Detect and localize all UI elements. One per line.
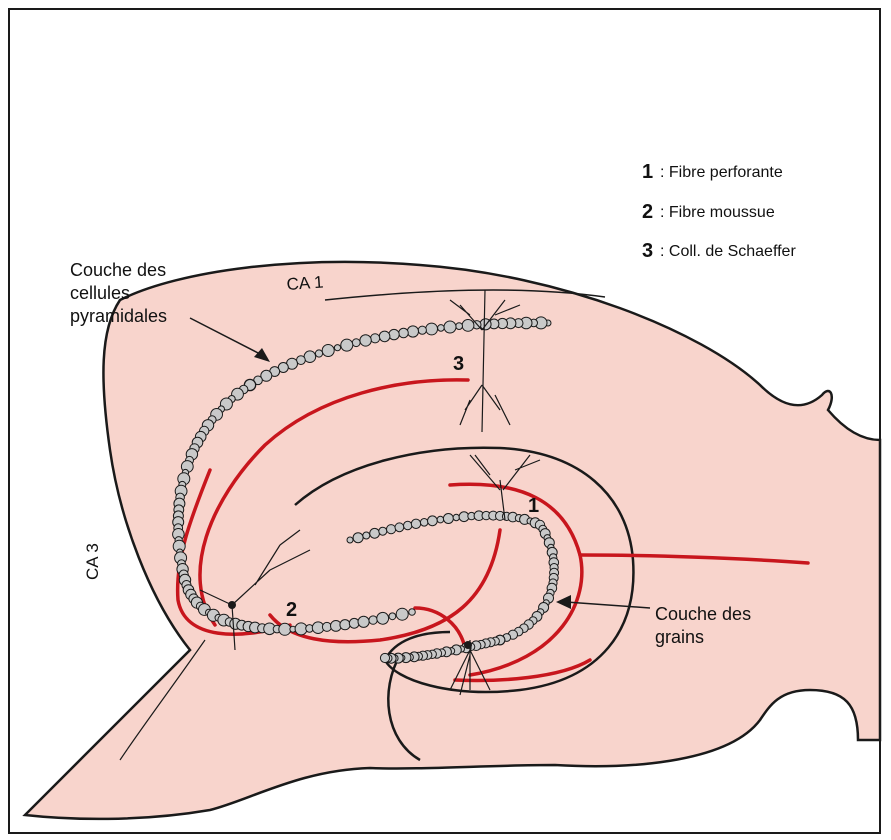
marker-1: 1 xyxy=(528,495,539,517)
pyramidal-cell xyxy=(409,609,416,616)
granule-cell xyxy=(404,521,412,529)
pyramidal-cell xyxy=(340,620,350,630)
granule-cell xyxy=(443,514,453,524)
granule-cell xyxy=(353,533,363,543)
pyramidal-cell xyxy=(358,616,369,627)
legend-text-2: : Fibre moussue xyxy=(660,204,775,221)
pyramidal-cell xyxy=(399,328,409,338)
pyramidal-cell xyxy=(341,339,353,351)
granule-cell xyxy=(379,527,387,535)
pyramidal-cell xyxy=(456,323,463,330)
granule-cell xyxy=(420,519,428,527)
pyramidal-cell xyxy=(322,345,334,357)
granule-cell xyxy=(363,532,370,539)
ca3-label: CA 3 xyxy=(83,543,102,580)
granule-layer-label-line1: Couche des xyxy=(655,604,751,624)
legend: 1 : Fibre perforante 2 : Fibre moussue 3… xyxy=(642,161,796,262)
legend-text-3: : Coll. de Schaeffer xyxy=(660,243,796,260)
granule-cell xyxy=(437,516,444,523)
pyramidal-cell xyxy=(462,320,474,332)
pyramidal-cell xyxy=(407,326,418,337)
legend-num-3: 3 xyxy=(642,240,653,262)
marker-2: 2 xyxy=(286,599,297,621)
granule-cell xyxy=(395,523,404,532)
pyramidal-cell xyxy=(371,334,380,343)
pyramidal-cell xyxy=(315,350,322,357)
pyramidal-cell xyxy=(438,325,445,332)
granule-layer-label-line2: grains xyxy=(655,627,704,647)
pyramidal-layer-label-line3: pyramidales xyxy=(70,306,167,326)
granule-cell xyxy=(380,653,389,662)
granule-neuron-soma xyxy=(464,641,472,649)
ca3-neuron-soma xyxy=(228,601,236,609)
legend-text-1: : Fibre perforante xyxy=(660,164,783,181)
pyramidal-cell xyxy=(349,618,359,628)
pyramidal-cell xyxy=(418,326,426,334)
pyramidal-cell xyxy=(396,608,408,620)
granule-cell xyxy=(453,514,459,520)
legend-num-2: 2 xyxy=(642,201,653,223)
granule-cell xyxy=(411,519,420,528)
pyramidal-cell xyxy=(377,612,389,624)
pyramidal-cell xyxy=(334,345,340,351)
marker-3: 3 xyxy=(453,353,464,375)
hippocampus-outline xyxy=(25,262,880,819)
pyramidal-cell xyxy=(389,613,396,620)
pyramidal-cell xyxy=(369,616,377,624)
granule-cell xyxy=(428,516,438,526)
legend-num-1: 1 xyxy=(642,161,653,183)
pyramidal-cell xyxy=(360,335,371,346)
pyramidal-cell xyxy=(279,623,291,635)
ca1-label: CA 1 xyxy=(286,272,324,294)
pyramidal-cell xyxy=(322,622,331,631)
pyramidal-layer-label-line2: cellules xyxy=(70,283,130,303)
granule-cell xyxy=(347,537,353,543)
pyramidal-cell xyxy=(379,331,390,342)
pyramidal-cell xyxy=(444,321,456,333)
granule-cell xyxy=(370,528,380,538)
pyramidal-cell xyxy=(426,323,438,335)
pyramidal-layer-label-line1: Couche des xyxy=(70,260,166,280)
pyramidal-cell xyxy=(304,351,316,363)
pyramidal-cell xyxy=(389,329,399,339)
pyramidal-cell xyxy=(352,339,360,347)
granule-cell xyxy=(387,525,396,534)
